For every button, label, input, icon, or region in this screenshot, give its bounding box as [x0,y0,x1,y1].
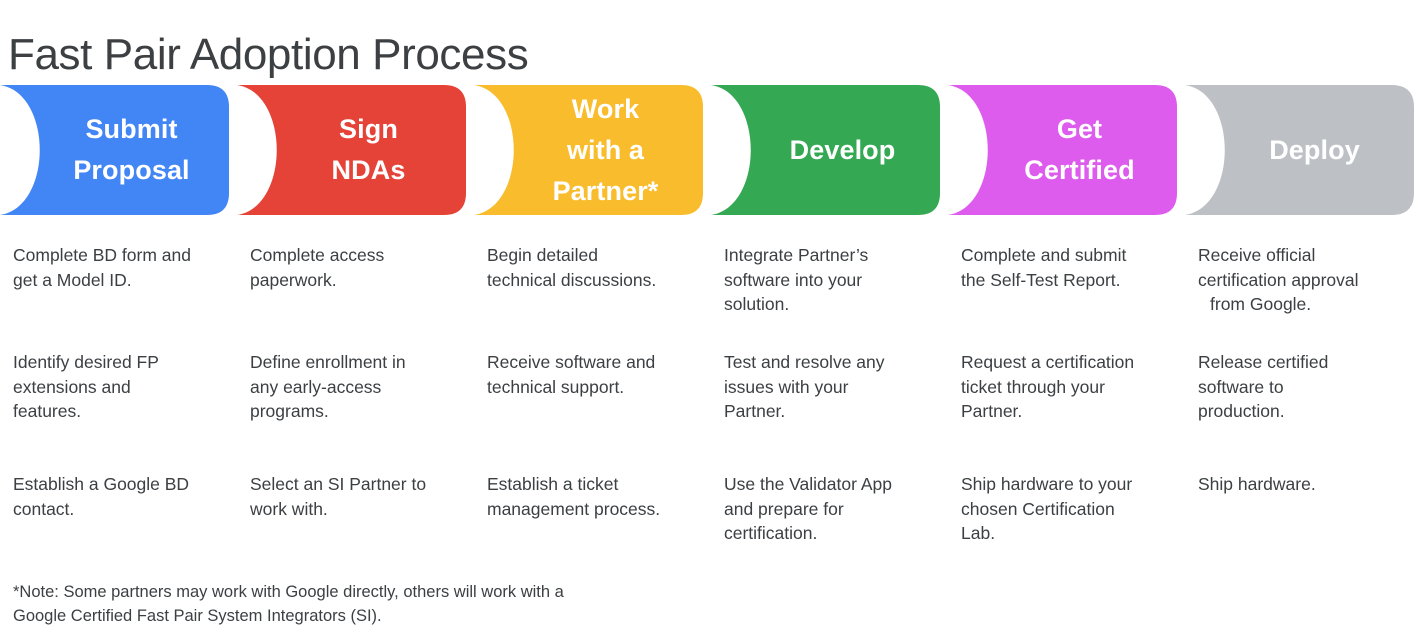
detail-item: Identify desired FP extensions and feature… [13,350,235,424]
footnote: *Note: Some partners may work with Googl… [13,580,733,628]
process-step-label-line: Proposal [73,155,190,185]
detail-item: Receive software and technical support. [487,350,709,399]
process-step-deploy[interactable]: Deploy [1185,85,1422,215]
page-title: Fast Pair Adoption Process [8,30,529,80]
footnote-line: Google Certified Fast Pair System Integr… [13,607,382,625]
process-step-label-line: Submit [85,114,178,144]
process-step-label: Deploy [1185,130,1422,171]
detail-item: Define enrollment in any early-access prog… [250,350,472,424]
process-step-work-with-a-partner[interactable]: Work with a Partner* [474,85,711,215]
detail-item: Complete BD form and get a Model ID. [13,243,235,292]
detail-item-line: work with. [250,498,328,519]
chevron-arrow-icon [948,85,1177,215]
detail-item-line: software to [1198,376,1284,397]
detail-item-line: Test and resolve any [724,352,885,372]
detail-item-line: Use the Validator App [724,474,892,494]
detail-item: Ship hardware to your chosen Certificatio… [961,472,1183,546]
detail-item-line: programs. [250,401,329,421]
process-step-label-line: with a [566,134,645,165]
process-step-label-line: Work [571,93,640,124]
detail-item-line: Complete access [250,245,385,265]
detail-item-line: Define enrollment in [250,352,406,372]
detail-item: Request a certification ticket through yo… [961,350,1183,424]
detail-item-line: Begin detailed [487,245,598,265]
process-step-label-line: Develop [789,134,896,165]
chevron-arrow-icon [711,85,940,215]
detail-item: Complete access paperwork. [250,243,472,292]
detail-item: Complete and submit the Self-Test Report. [961,243,1183,292]
process-step-label-line: Partner* [552,175,659,206]
chevron-arrow-icon [1185,85,1414,215]
detail-item-line: Lab. [961,523,996,543]
detail-item-line: from Google. [1210,294,1312,314]
chevron-arrow-icon [0,85,229,215]
detail-item-line: Integrate Partner’s [724,245,869,265]
detail-item-line: software into your [724,269,863,290]
detail-item-line: Identify desired FP [13,352,159,372]
detail-item-line: Partner. [724,401,786,421]
detail-item-line: Request a certification [961,352,1135,372]
detail-item: Release certified software to production. [1198,350,1420,424]
detail-item-line: technical support. [487,376,625,397]
detail-item-line: ticket through your [961,376,1105,397]
detail-item: Integrate Partner’s software into your sol… [724,243,946,317]
process-step-develop[interactable]: Develop [711,85,948,215]
detail-item-line: features. [13,401,82,421]
detail-item-line: Ship hardware to your [961,474,1133,494]
detail-item: Select an SI Partner to work with. [250,472,472,521]
process-detail-columns: Complete BD form and get a Model ID. Ident… [0,240,1423,570]
detail-item-line: and prepare for [724,498,844,519]
process-step-label-line: Get [1056,114,1103,144]
detail-item-line: extensions and [13,376,131,397]
detail-item-line: Partner. [961,401,1023,421]
detail-item-line: chosen Certification [961,498,1115,519]
detail-item-line: Ship hardware. [1198,474,1316,494]
detail-item-line: issues with your [724,376,849,397]
detail-item-line: any early-access [250,376,382,397]
detail-item-line: Establish a Google BD [13,474,190,494]
chevron-arrow-icon [474,85,703,215]
process-step-label-line: Sign [339,114,398,144]
detail-item: Receive official certification approval fr… [1198,243,1420,317]
process-step-label-line: Deploy [1269,134,1360,165]
detail-item-line: Receive software and [487,352,656,372]
detail-item: Ship hardware. [1198,472,1420,497]
detail-item-line: production. [1198,401,1285,421]
detail-item-line: certification. [724,523,818,543]
detail-item-line: management process. [487,498,661,519]
process-step-label: Work with a Partner* [474,89,711,212]
detail-item: Begin detailed technical discussions. [487,243,709,292]
detail-item: Use the Validator App and prepare for cert… [724,472,946,546]
detail-item-line: Select an SI Partner to [250,474,427,494]
detail-item-line: Release certified [1198,352,1329,372]
detail-item-line: technical discussions. [487,269,657,290]
detail-item-line: Complete and submit [961,245,1127,265]
detail-item-line: contact. [13,498,75,519]
detail-item-line: the Self-Test Report. [961,269,1121,290]
detail-item-line: Establish a ticket [487,474,619,494]
detail-item: Establish a ticket management process. [487,472,709,521]
footnote-line: *Note: Some partners may work with Googl… [13,583,564,601]
detail-item-line: get a Model ID. [13,269,132,290]
process-step-label: Develop [711,130,948,171]
detail-item-line: solution. [724,294,790,314]
process-step-label-line: Certified [1024,155,1135,185]
detail-item-line: Receive official [1198,245,1316,265]
process-step-label-line: NDAs [331,155,406,185]
detail-item: Establish a Google BD contact. [13,472,235,521]
detail-item-line: Complete BD form and [13,245,191,265]
detail-item-line: paperwork. [250,269,337,290]
detail-item-line: certification approval [1198,269,1359,290]
chevron-arrow-icon [237,85,466,215]
